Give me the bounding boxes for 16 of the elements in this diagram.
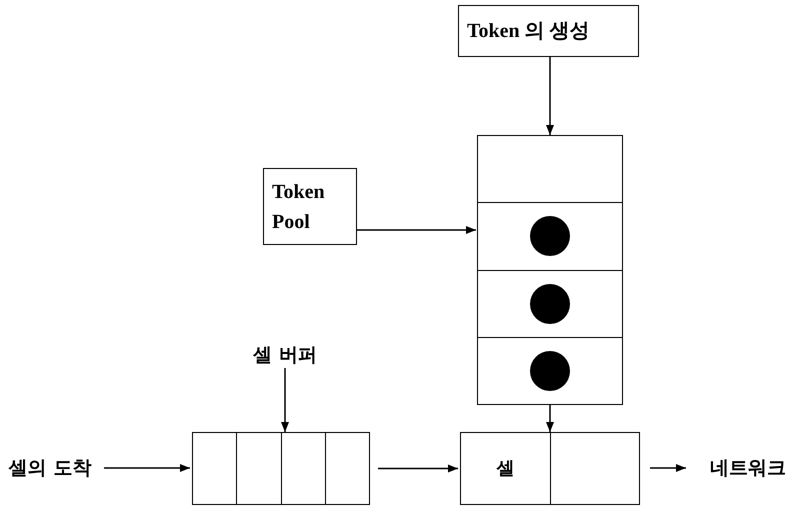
arrow xyxy=(104,464,190,472)
arrow xyxy=(357,226,476,234)
text-label: 셀 버퍼 xyxy=(240,342,330,368)
arrow xyxy=(650,464,686,472)
arrow xyxy=(546,405,554,432)
arrow xyxy=(281,368,289,432)
text-label: 셀의 도착 xyxy=(4,455,96,481)
arrow xyxy=(546,57,554,135)
cell-buffer xyxy=(192,432,370,505)
token-bucket xyxy=(477,135,623,405)
cell-slot-box xyxy=(460,432,640,505)
arrow xyxy=(378,464,458,472)
text-label: 네트워크 xyxy=(688,455,808,481)
process-box: Token 의 생성 xyxy=(458,5,639,57)
cell-label: 셀 xyxy=(496,457,514,481)
process-box: Token Pool xyxy=(263,168,357,245)
